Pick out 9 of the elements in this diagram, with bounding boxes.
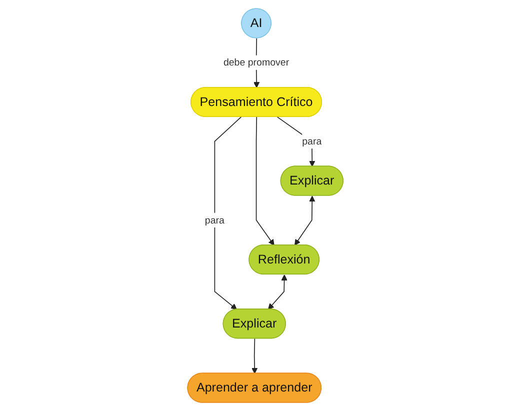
edge-label: para: [204, 214, 224, 226]
edge-label: debe promover: [223, 56, 289, 68]
arrow: [276, 116, 315, 167]
edge-label: para: [302, 135, 322, 147]
arrow: [268, 274, 288, 310]
arrow: [294, 196, 315, 246]
arrow: [214, 116, 242, 310]
arrow: [251, 338, 258, 374]
arrow: [256, 116, 274, 246]
